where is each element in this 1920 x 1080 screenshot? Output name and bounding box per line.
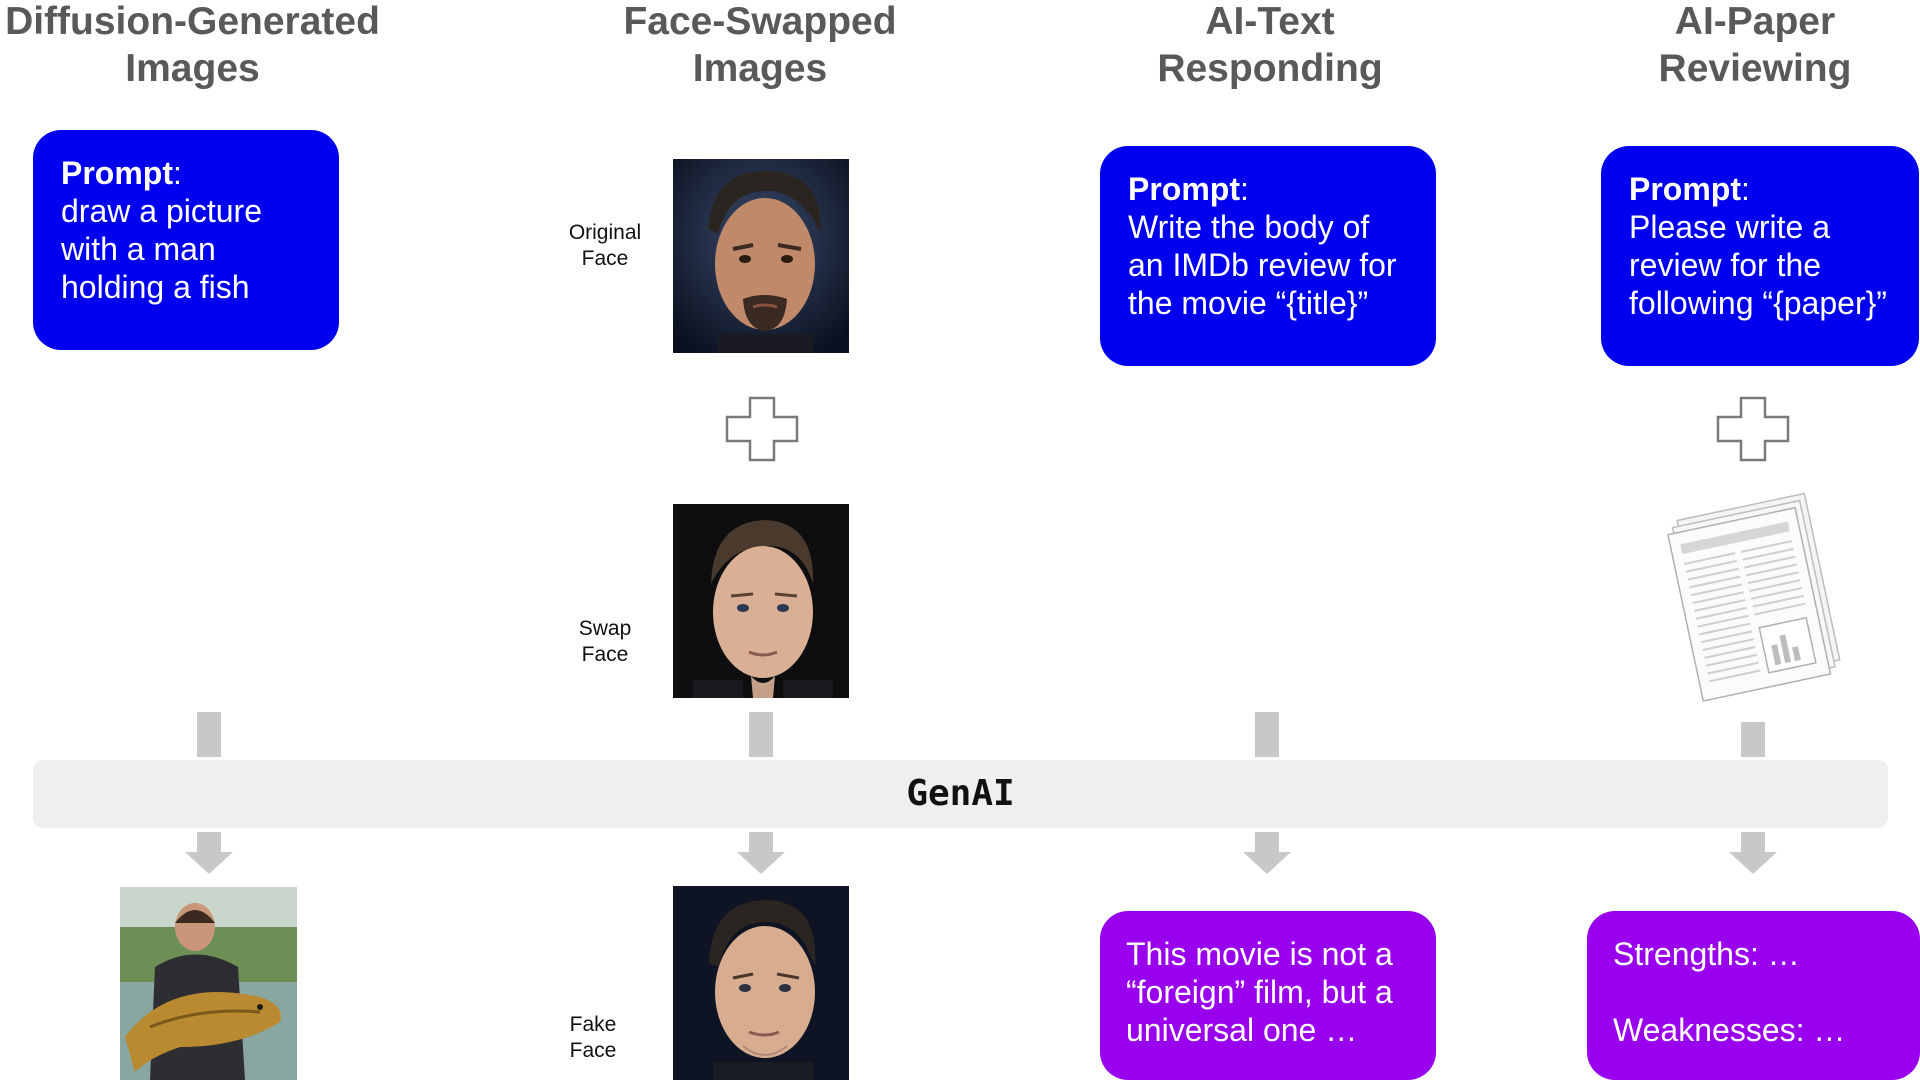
down-arrow-icon <box>737 832 785 879</box>
prompt-text-aitext: Write the body of an IMDb review for the… <box>1128 209 1397 321</box>
prompt-box-aipaper: Prompt: Please write a review for the fo… <box>1601 146 1919 366</box>
prompt-box-diffusion: Prompt: draw a picture with a man holdin… <box>33 130 339 350</box>
prompt-colon: : <box>1240 171 1249 207</box>
prompt-box-aitext: Prompt: Write the body of an IMDb review… <box>1100 146 1436 366</box>
down-arrow-icon <box>1729 832 1777 879</box>
title-aitext: AI-Text Responding <box>1157 0 1383 90</box>
prompt-label: Prompt <box>1629 171 1741 207</box>
prompt-label: Prompt <box>1128 171 1240 207</box>
label-swap-face: Swap Face <box>578 617 632 666</box>
genai-label: GenAI <box>906 773 1015 814</box>
prompt-text-diffusion: draw a picture with a man holding a fish <box>61 193 262 305</box>
generated-image-man-with-fish <box>120 887 297 1080</box>
fake-face-photo <box>673 886 849 1080</box>
down-arrow-icon <box>197 712 221 762</box>
prompt-colon: : <box>173 155 182 191</box>
prompt-colon: : <box>1741 171 1750 207</box>
label-original-face: Original Face <box>568 221 642 270</box>
original-face-photo <box>673 159 849 353</box>
plus-icon <box>1716 396 1790 467</box>
prompt-text-aipaper: Please write a review for the following … <box>1629 209 1887 321</box>
genai-bar: GenAI <box>33 760 1888 828</box>
down-arrow-icon <box>185 832 233 879</box>
plus-icon <box>725 396 799 467</box>
prompt-label: Prompt <box>61 155 173 191</box>
down-arrow-icon <box>749 712 773 762</box>
down-arrow-icon <box>1255 712 1279 762</box>
down-arrow-icon <box>1741 722 1765 762</box>
output-box-aipaper: Strengths: … Weaknesses: … <box>1587 911 1920 1080</box>
down-arrow-icon <box>1243 832 1291 879</box>
title-aipaper: AI-Paper Reviewing <box>1658 0 1852 90</box>
title-faceswap: Face-Swapped Images <box>623 0 897 90</box>
swap-face-photo <box>673 504 849 698</box>
label-fake-face: Fake Face <box>569 1013 617 1062</box>
output-box-aitext: This movie is not a “foreign” film, but … <box>1100 911 1436 1080</box>
title-diffusion: Diffusion-Generated Images <box>5 0 380 90</box>
document-stack-icon <box>1655 488 1855 708</box>
